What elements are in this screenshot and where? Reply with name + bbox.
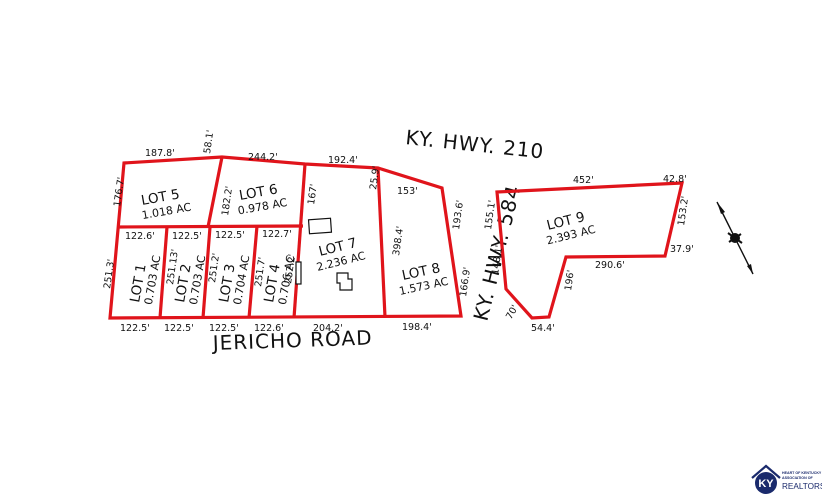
logo-line2: ASSOCIATION OF — [782, 476, 813, 480]
lot-6-label: LOT 6 0.978 AC — [237, 181, 289, 217]
dim-lot3-top: 122.5' — [215, 230, 245, 241]
lot-name: LOT 8 — [401, 260, 442, 284]
lot-name: LOT 6 — [238, 181, 279, 203]
dim-bottom-lot2: 122.5' — [164, 323, 194, 334]
boundary-lot7-lot8 — [376, 167, 387, 318]
dim-lot1-left: 251.3' — [102, 258, 117, 289]
dim-lot5-top: 187.8' — [145, 148, 175, 159]
dim-lot4-top: 122.7' — [262, 229, 292, 240]
dim-lot7-side: 167' — [306, 183, 320, 205]
dim-lot4-side: 251.7' — [253, 256, 268, 287]
dim-lot6-top: 244.2' — [248, 152, 278, 163]
dim-lot2-side: 251.13' — [165, 248, 181, 285]
logo-circle — [755, 472, 777, 494]
dim-lot2-top: 122.5' — [172, 231, 202, 242]
lot-8-label: LOT 8 1.573 AC — [398, 260, 450, 298]
lot-name: LOT 3 — [216, 263, 238, 304]
lot-labels: LOT 5 1.018 AC LOT 6 0.978 AC LOT 7 2.23… — [127, 181, 597, 306]
north-arrow-icon — [716, 201, 754, 275]
dim-lot9-top: 452' — [573, 175, 594, 186]
lot-name: LOT 5 — [140, 186, 181, 208]
building-small — [336, 272, 353, 291]
lot-9-label: LOT 9 2.393 AC — [545, 209, 597, 247]
dim-lot7-right: 25.9' — [368, 165, 382, 190]
dim-lot8-lower: 166.9' — [458, 266, 473, 297]
dim-lot9-left-upper: 155.1' — [483, 199, 498, 230]
dim-lot9-bottom: 54.4' — [531, 323, 555, 334]
dim-lot1-top: 122.6' — [125, 231, 155, 242]
house-roof-icon — [751, 464, 781, 479]
dim-lot7-top: 192.4' — [328, 155, 358, 166]
boundary-outer — [108, 155, 463, 320]
lot-name: LOT 4 — [261, 263, 283, 304]
dim-lot3-side: 251.2' — [207, 252, 222, 283]
dim-lot5-left: 176.7' — [112, 176, 127, 207]
dim-bottom-lot7: 204.2' — [313, 323, 343, 334]
boundary-lot6-lot7 — [292, 163, 307, 319]
lot-boundaries — [108, 155, 685, 320]
boundary-lot2-lot3 — [201, 226, 212, 319]
dim-bottom-lot8: 198.4' — [402, 322, 432, 333]
road-label-jericho: JERICHO ROAD — [210, 325, 373, 355]
lot-7-label: LOT 7 2.236 AC — [315, 235, 367, 274]
dim-lot9-right-lower: 37.9' — [670, 244, 694, 255]
logo-brand: REALTORS — [782, 482, 822, 491]
logo-line1: HEART OF KENTUCKY — [782, 471, 822, 475]
dim-lot9-inner-bottom: 290.6' — [595, 260, 625, 271]
boundary-lot3-lot4 — [247, 225, 259, 319]
dim-lot9-right: 153.2' — [676, 195, 691, 226]
road-label-hwy210: KY. HWY. 210 — [404, 125, 545, 163]
lot-5-label: LOT 5 1.018 AC — [140, 186, 193, 222]
dim-lot7-inner: 252.2' — [283, 253, 298, 284]
dim-lot8-right: 193.6' — [451, 199, 466, 230]
dim-lot9-corner: 42.8' — [663, 174, 687, 185]
boundary-lot1-lot2 — [158, 226, 169, 319]
kentucky-realtors-logo: KY HEART OF KENTUCKY ASSOCIATION OF REAL… — [751, 464, 822, 494]
dim-bottom-lot3: 122.5' — [209, 323, 239, 334]
dim-lot8-inner: 398.4' — [391, 225, 406, 256]
boundary-lot5-6-bottom — [118, 224, 304, 229]
dim-lot5-6-corner: 58.1' — [202, 129, 216, 154]
dim-lot6-side: 182.2' — [220, 185, 235, 216]
lot-name: LOT 2 — [172, 263, 194, 304]
logo-letters: KY — [758, 478, 774, 490]
lot-name: LOT 1 — [127, 263, 149, 304]
boundary-lot9 — [495, 181, 685, 320]
dim-bottom-lot4: 122.6' — [254, 323, 284, 334]
lot-3-label: LOT 3 0.704 AC — [216, 254, 252, 306]
dim-bottom-lot1: 122.5' — [120, 323, 150, 334]
dim-lot9-corner-small: 70' — [504, 303, 521, 321]
dim-lot9-inner-side: 196' — [563, 269, 577, 291]
building-large — [307, 217, 333, 235]
dimension-labels: 187.8' 58.1' 244.2' 192.4' 176.7' 182.2'… — [102, 129, 694, 334]
boundary-lot5-lot6 — [206, 156, 224, 228]
building-narrow — [295, 261, 302, 285]
dim-lot9-left-lower: 148.1' — [490, 244, 505, 275]
dim-lot8-top: 153' — [397, 186, 418, 197]
structures — [295, 217, 353, 291]
lot-1-label: LOT 1 0.703 AC — [127, 254, 163, 306]
